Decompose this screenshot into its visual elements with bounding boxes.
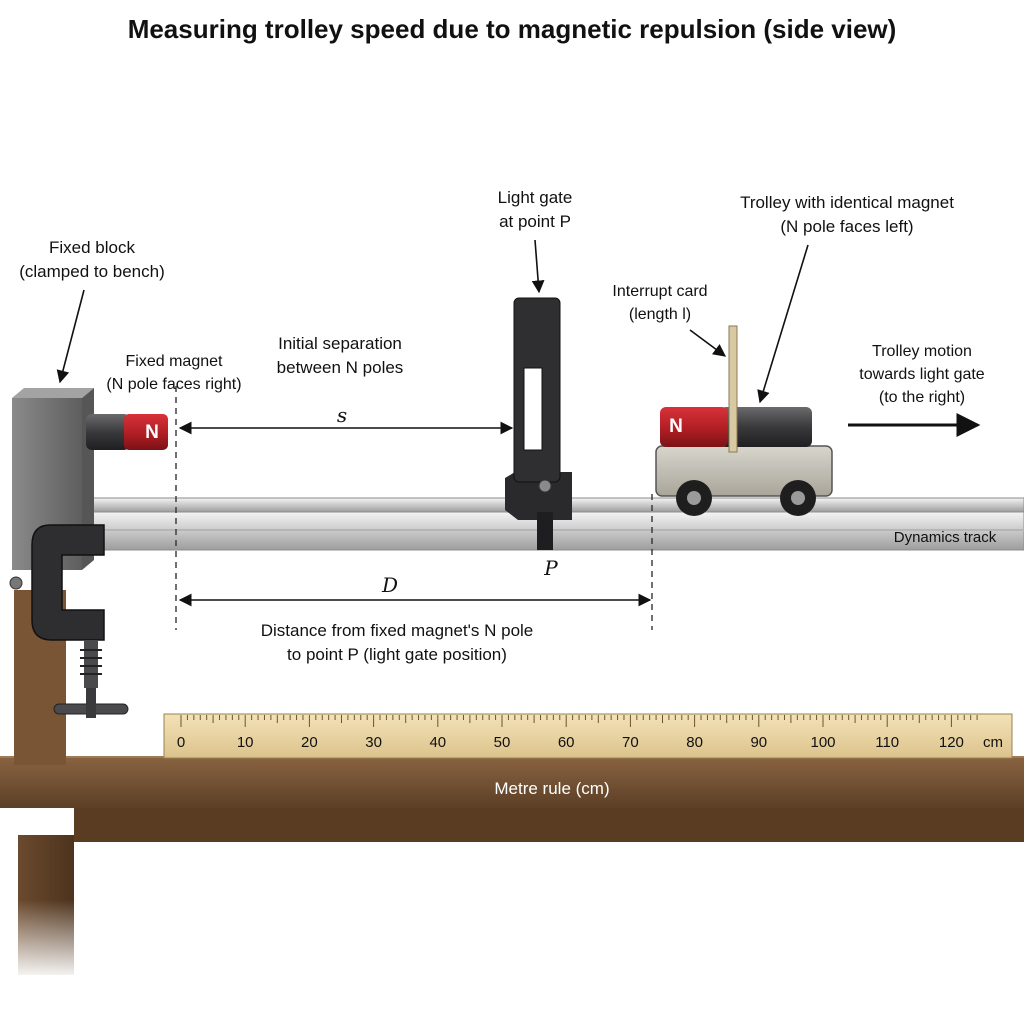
leader-arrows — [56, 239, 809, 404]
reference-lines — [175, 386, 653, 630]
symbol-s: s — [336, 403, 348, 427]
track-label: Dynamics track — [893, 529, 997, 546]
diagram-title: Measuring trolley speed due to magnetic … — [127, 14, 897, 44]
metre-rule — [163, 713, 1013, 759]
symbol-d: D — [381, 573, 399, 597]
ruler-tick-label: 10 — [236, 734, 254, 751]
interrupt-card-label: Interrupt card(length l) — [612, 283, 708, 323]
fixed-magnet — [86, 414, 168, 450]
trolley-magnet-pole: N — [669, 416, 683, 437]
ruler-tick-label: 100 — [810, 734, 836, 751]
fixed-block-label: Fixed block(clamped to bench) — [19, 238, 165, 281]
metre-rule-label: Metre rule (cm) — [494, 779, 610, 798]
ruler-tick-label: 40 — [429, 734, 447, 751]
symbol-p: P — [544, 556, 558, 580]
fixed-magnet-label: Fixed magnet(N pole faces right) — [106, 353, 242, 393]
trolley — [655, 325, 833, 516]
trolley-label: Trolley with identical magnet(N pole fac… — [740, 193, 954, 236]
ruler-unit-label: cm — [983, 734, 1003, 751]
ruler-tick-label: 90 — [750, 734, 768, 751]
ruler-tick-label: 110 — [875, 734, 900, 751]
ruler-tick-label: 20 — [301, 734, 318, 751]
ruler-tick-label: 120 — [938, 734, 964, 751]
ruler-tick-label: 70 — [622, 734, 639, 751]
ruler-tick-label: 50 — [493, 734, 511, 751]
ruler-tick-label: 30 — [365, 734, 382, 751]
ruler-tick-label: 0 — [176, 734, 186, 751]
ruler-tick-label: 60 — [557, 734, 575, 751]
ruler-tick-label: 80 — [686, 734, 703, 751]
light-gate — [505, 297, 572, 550]
fixed-magnet-pole: N — [145, 422, 159, 443]
g-clamp — [9, 524, 129, 718]
